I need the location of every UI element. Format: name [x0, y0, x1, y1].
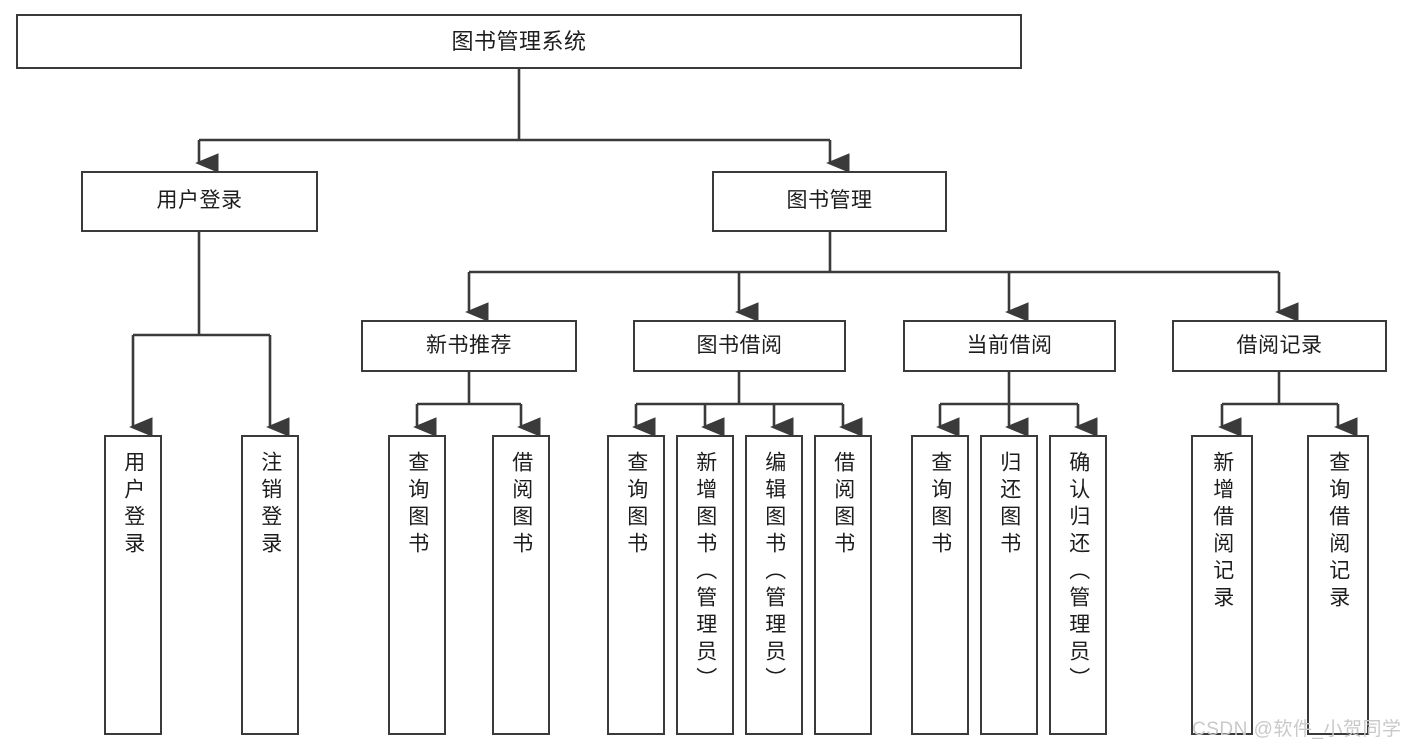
- node-label: 图书管理: [786, 189, 873, 213]
- node-current-borrow[interactable]: 当前借阅: [903, 320, 1116, 372]
- node-label: 查询图书: [928, 451, 952, 559]
- leaf-add-book-admin[interactable]: 新增图书（管理员）: [676, 435, 734, 735]
- node-label: 当前借阅: [966, 333, 1053, 357]
- leaf-borrow-book-recommend[interactable]: 借阅图书: [492, 435, 550, 735]
- node-label: 查询图书: [405, 451, 429, 559]
- leaf-query-borrow-record[interactable]: 查询借阅记录: [1307, 435, 1369, 735]
- node-label: 图书管理系统: [451, 28, 587, 54]
- node-label: 新书推荐: [426, 333, 512, 357]
- node-label: 注销登录: [258, 451, 282, 559]
- node-label: 查询图书: [624, 451, 648, 559]
- leaf-add-borrow-record[interactable]: 新增借阅记录: [1191, 435, 1253, 735]
- node-label: 借阅记录: [1236, 333, 1323, 357]
- leaf-logout[interactable]: 注销登录: [241, 435, 299, 735]
- node-label: 用户登录: [156, 189, 243, 213]
- leaf-query-book-current[interactable]: 查询图书: [911, 435, 969, 735]
- leaf-confirm-return-admin[interactable]: 确认归还（管理员）: [1049, 435, 1107, 735]
- node-label: 归还图书: [997, 451, 1021, 559]
- node-label: 查询借阅记录: [1326, 451, 1350, 613]
- leaf-query-book-recommend[interactable]: 查询图书: [388, 435, 446, 735]
- node-label: 确认归还（管理员）: [1066, 451, 1090, 694]
- node-book-management[interactable]: 图书管理: [712, 171, 947, 232]
- leaf-user-login[interactable]: 用户登录: [104, 435, 162, 735]
- node-label: 借阅图书: [509, 451, 533, 559]
- leaf-edit-book-admin[interactable]: 编辑图书（管理员）: [745, 435, 803, 735]
- node-label: 用户登录: [121, 451, 145, 559]
- node-borrow-record[interactable]: 借阅记录: [1172, 320, 1387, 372]
- node-new-book-recommend[interactable]: 新书推荐: [361, 320, 577, 372]
- node-user-login[interactable]: 用户登录: [81, 171, 318, 232]
- node-book-borrow[interactable]: 图书借阅: [633, 320, 846, 372]
- node-label: 编辑图书（管理员）: [762, 451, 786, 694]
- node-label: 新增图书（管理员）: [693, 451, 717, 694]
- leaf-query-book-borrow[interactable]: 查询图书: [607, 435, 665, 735]
- leaf-return-book[interactable]: 归还图书: [980, 435, 1038, 735]
- node-label: 借阅图书: [831, 451, 855, 559]
- node-label: 图书借阅: [696, 333, 783, 357]
- node-label: 新增借阅记录: [1210, 451, 1234, 613]
- leaf-borrow-book[interactable]: 借阅图书: [814, 435, 872, 735]
- node-root-book-management-system[interactable]: 图书管理系统: [16, 14, 1022, 69]
